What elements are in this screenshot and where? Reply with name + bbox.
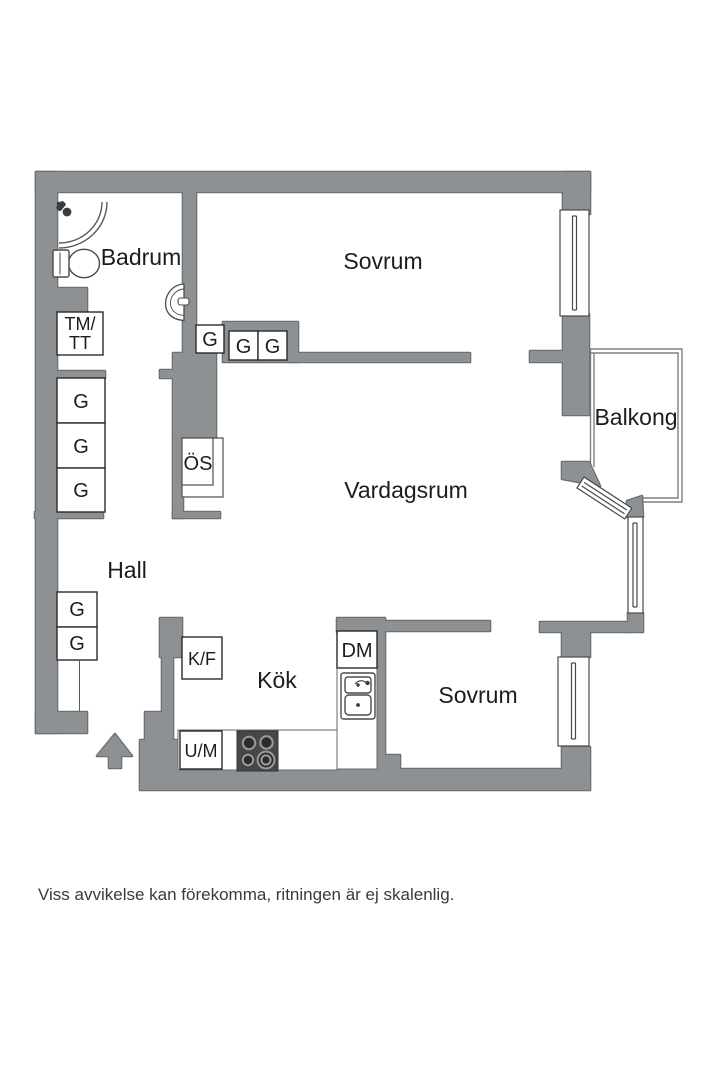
label-dishwasher: DM [341, 640, 372, 662]
disclaimer-text: Viss avvikelse kan förekomma, ritningen … [38, 885, 454, 904]
window-sovrum-bottom [557, 656, 590, 747]
shower-head-icon [56, 201, 72, 217]
window-sovrum-top [559, 209, 590, 317]
closet-box-bedroom-1 [195, 324, 225, 354]
label-fridge: K/F [188, 649, 216, 669]
balcony-outline [588, 348, 683, 503]
dishwasher-box [336, 630, 378, 669]
label-closet-g: G [69, 599, 85, 621]
kitchen-sink-icon [340, 672, 376, 720]
closet-box-hall-2 [56, 626, 98, 661]
labels: Badrum Sovrum Balkong Vardagsrum Hall Kö… [65, 244, 678, 761]
closet-box-hall-1 [56, 591, 98, 628]
window-vardagsrum [627, 516, 644, 614]
toilet-icon [52, 248, 101, 279]
label-washer: TM/ [65, 314, 96, 334]
fridge-freezer-box [181, 636, 223, 680]
label-closet-g: G [265, 336, 281, 358]
stove-icon [236, 730, 279, 772]
label-closet-g: G [73, 391, 89, 413]
fireplace [181, 437, 224, 498]
label-closet-g: G [73, 436, 89, 458]
shower-icon [58, 201, 108, 249]
fireplace-inner-rect [181, 437, 214, 486]
oven-micro-box [179, 730, 223, 770]
closet-box-bedroom-3 [257, 330, 288, 361]
room-label-kok: Kök [257, 667, 297, 693]
balcony-door [576, 476, 633, 520]
room-label-sovrum-top: Sovrum [343, 248, 422, 274]
windows [557, 209, 644, 747]
room-label-vardagsrum: Vardagsrum [344, 477, 468, 503]
label-closet-g: G [69, 633, 85, 655]
bathroom-fixtures [52, 201, 190, 322]
label-fireplace: ÖS [184, 453, 213, 475]
closet-box-corridor-3 [56, 467, 106, 513]
room-label-sovrum-bottom: Sovrum [438, 682, 517, 708]
room-label-balkong: Balkong [594, 404, 677, 430]
label-dryer: TT [69, 333, 91, 353]
room-label-hall: Hall [107, 557, 147, 583]
room-label-badrum: Badrum [101, 244, 182, 270]
closet-box-corridor-1 [56, 377, 106, 424]
washbasin-icon [164, 283, 190, 322]
closet-boxes [56, 311, 288, 680]
label-closet-g: G [202, 329, 218, 351]
label-closet-g: G [73, 480, 89, 502]
closet-box-corridor-2 [56, 422, 106, 469]
washer-dryer-box [56, 311, 104, 356]
label-closet-g: G [236, 336, 252, 358]
label-oven: U/M [185, 741, 218, 761]
